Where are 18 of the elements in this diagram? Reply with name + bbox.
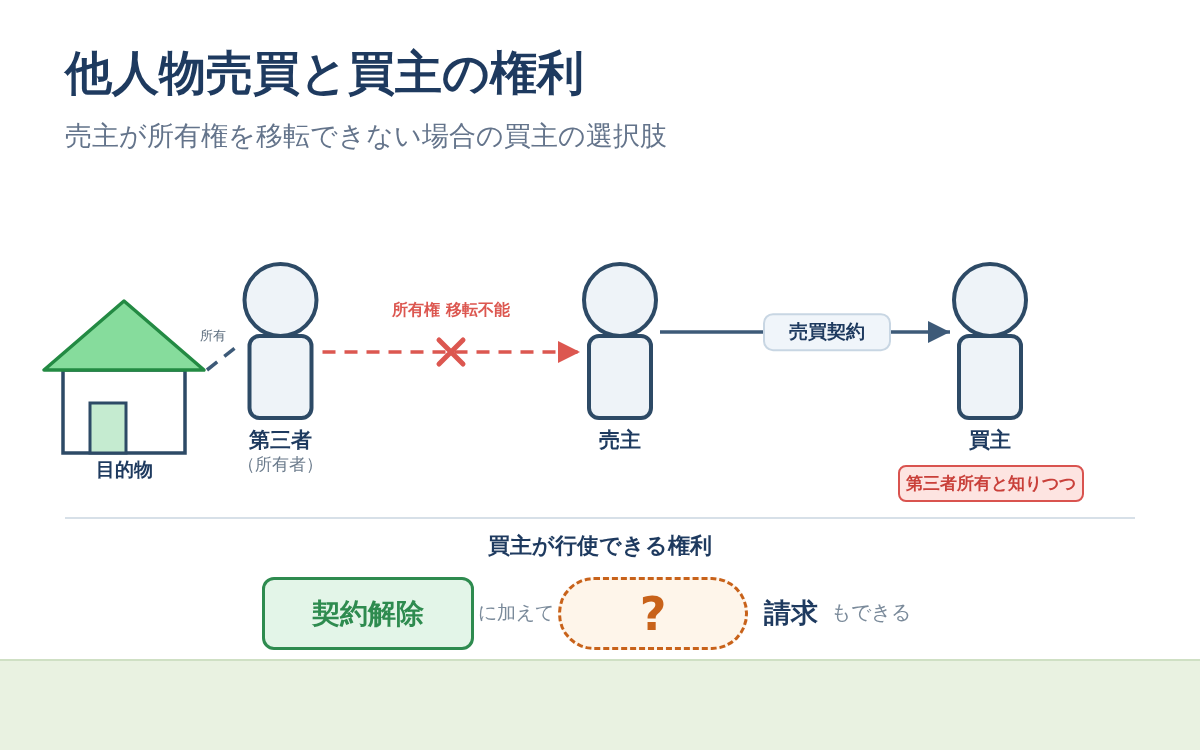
- dashed-arrow: [322, 341, 580, 363]
- note-badge: 第三者所有と知りつつ: [898, 465, 1084, 502]
- edge-label: 所有権 移転不能: [390, 300, 513, 320]
- person-name: 買主: [969, 427, 1011, 454]
- emphasis-text: 請求: [764, 596, 818, 630]
- person-name: 第三者: [248, 427, 312, 454]
- option-box: 契約解除: [262, 577, 474, 650]
- section-heading: 買主が行使できる権利: [488, 532, 712, 560]
- edge-label: 売買契約: [763, 313, 891, 351]
- object-label: 目的物: [95, 458, 153, 482]
- unknown-option-box: ?: [558, 577, 748, 650]
- role-note: （所有者）: [237, 454, 323, 476]
- person-name: 売主: [599, 427, 641, 454]
- connector-text: に加えて: [478, 601, 554, 625]
- edge-label: 所有: [199, 327, 227, 345]
- title: 他人物売買と買主の権利: [65, 44, 584, 102]
- connector-text: もできる: [831, 600, 911, 625]
- subtitle: 売主が所有権を移転できない場合の買主の選択肢: [65, 119, 667, 153]
